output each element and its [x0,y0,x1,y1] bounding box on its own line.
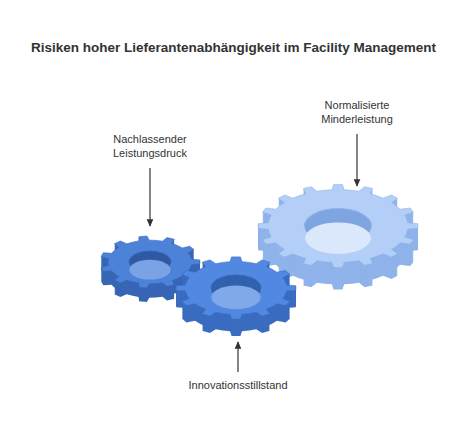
leader-arrow [237,342,238,372]
leader-arrow [356,134,357,186]
callout-label: Normalisierte Minderleistung [302,98,412,127]
gear-face [176,257,296,319]
gear-hole-rim [304,209,371,226]
diagram-title: Risiken hoher Lieferantenabhängigkeit im… [14,40,453,57]
gear-hole-floor [211,286,260,310]
gear-side [258,185,418,268]
callout-label: Nachlassender Leistungsdruck [95,132,205,161]
gear [176,257,296,336]
gear-hole-rim [211,275,261,288]
gear-hole-floor [305,222,371,253]
gear-hole-floor [129,260,170,280]
gear-face [258,184,418,267]
gear-side [176,258,296,320]
callout-label: Innovationsstillstand [138,378,338,392]
gear-hole-rim [129,251,171,262]
leader-arrow [149,168,150,226]
